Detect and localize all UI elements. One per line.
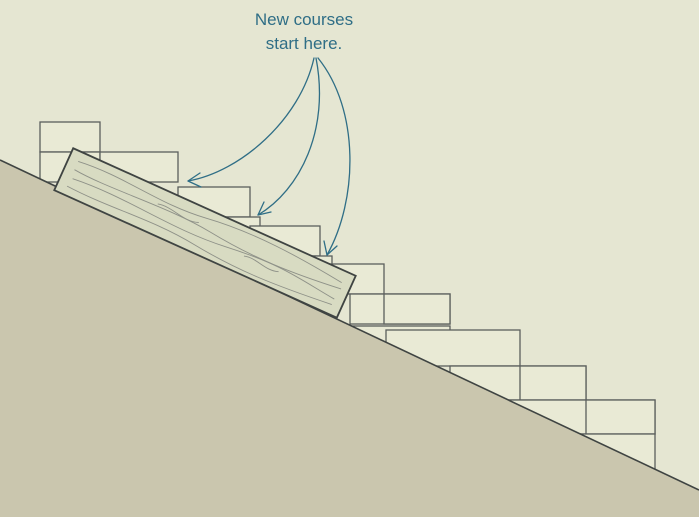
wood-grain (66, 161, 342, 305)
board (53, 147, 357, 319)
board-body (53, 147, 357, 319)
callout-line-2: start here. (265, 34, 343, 53)
brick (519, 365, 587, 401)
brick (39, 121, 101, 153)
brick (383, 293, 451, 325)
arrow-3 (317, 57, 351, 256)
brick (585, 399, 656, 435)
arrow-2 (257, 57, 321, 216)
callout-line-1: New courses (254, 10, 354, 29)
ground-slope (0, 160, 699, 517)
arrow-1 (187, 57, 315, 188)
callout-label: New courses start here. (224, 8, 384, 56)
callout-arrows (187, 57, 351, 256)
